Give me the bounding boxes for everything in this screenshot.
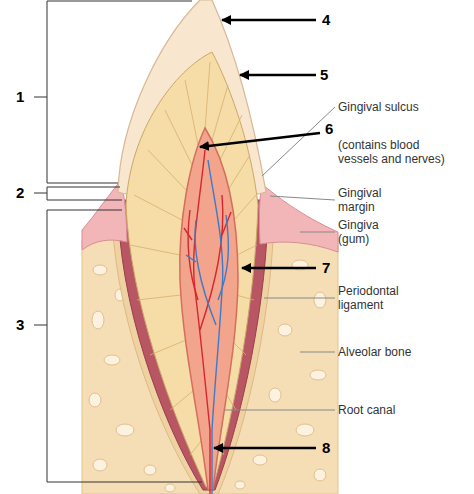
dentin-tubule	[185, 80, 198, 145]
part-label: Periodontal ligament	[338, 284, 418, 312]
vein	[208, 160, 223, 494]
dentin-tubule	[137, 295, 181, 300]
callout-number: 4	[322, 11, 330, 29]
dentin-tubule	[236, 295, 254, 300]
leader-line	[270, 196, 335, 200]
leader-line	[224, 410, 335, 411]
vein	[186, 255, 196, 262]
dentin-tubule	[205, 62, 210, 130]
artery	[200, 195, 223, 330]
bone-pore	[314, 292, 326, 308]
part-label: (contains blood vessels and nerves)	[338, 138, 460, 166]
dentin-tubule	[212, 85, 228, 140]
callout-arrow	[200, 133, 320, 147]
bone-pore	[93, 459, 107, 471]
part-label: Gingival sulcus	[338, 100, 468, 114]
leader-lines	[224, 107, 335, 410]
callout-number: 5	[320, 66, 328, 84]
callout-arrows	[200, 20, 320, 448]
pulp-cavity	[180, 128, 238, 490]
callout-number: 2	[16, 184, 24, 202]
callout-arrow	[222, 19, 316, 22]
bone-pore	[269, 388, 281, 402]
callout-number: 1	[16, 88, 24, 106]
artery	[184, 228, 192, 240]
callout-number: 3	[16, 316, 24, 334]
part-label: Gingiva (gum)	[338, 218, 400, 246]
bone-pore	[165, 484, 175, 492]
gingiva	[259, 184, 338, 252]
bone-pore	[93, 265, 107, 275]
dentin-tubule	[148, 150, 186, 190]
bone-pore	[235, 481, 245, 489]
part-label: Gingival margin	[338, 186, 400, 214]
callout-arrow	[240, 74, 316, 77]
pulp-vessels	[184, 150, 231, 494]
region-bracket	[34, 1, 192, 183]
bone-pore	[314, 469, 326, 481]
callout-arrow	[242, 267, 316, 270]
bone-pore	[144, 465, 156, 475]
bone-pore	[310, 370, 326, 380]
region-bracket	[34, 187, 122, 200]
callout-arrow	[214, 447, 316, 450]
callout-number: 7	[322, 259, 330, 277]
dentin-tubule	[150, 340, 186, 355]
callout-number: 6	[325, 120, 333, 138]
callout-number: 8	[322, 439, 330, 457]
region-bracket	[34, 210, 202, 482]
dentin-tubule	[170, 390, 194, 410]
bone-pore	[89, 393, 101, 407]
gingiva	[82, 184, 127, 250]
bone-pore	[296, 424, 314, 436]
dentin-tubule	[190, 440, 202, 455]
bone-pore	[92, 311, 104, 329]
vein	[218, 215, 228, 300]
leader-line	[300, 352, 335, 353]
leader-line	[262, 107, 335, 176]
bone-pore	[116, 424, 134, 436]
leader-line	[300, 232, 335, 233]
vein	[195, 220, 216, 325]
bone-pore	[104, 355, 120, 365]
part-label: Alveolar bone	[338, 345, 468, 359]
bone-pore	[278, 324, 292, 336]
artery	[194, 150, 210, 494]
brackets	[34, 1, 202, 482]
dentin-tubule	[228, 155, 250, 190]
dentin-tubule	[130, 245, 180, 255]
dentin-tubule	[220, 115, 242, 160]
dentin-tubule	[165, 110, 192, 165]
dentin-tubule	[237, 245, 257, 255]
dentin-tubule	[234, 195, 256, 220]
leader-line	[264, 298, 335, 299]
bone-pore	[253, 455, 267, 465]
part-label: Root canal	[338, 403, 468, 417]
dentin-tubule	[134, 195, 182, 220]
